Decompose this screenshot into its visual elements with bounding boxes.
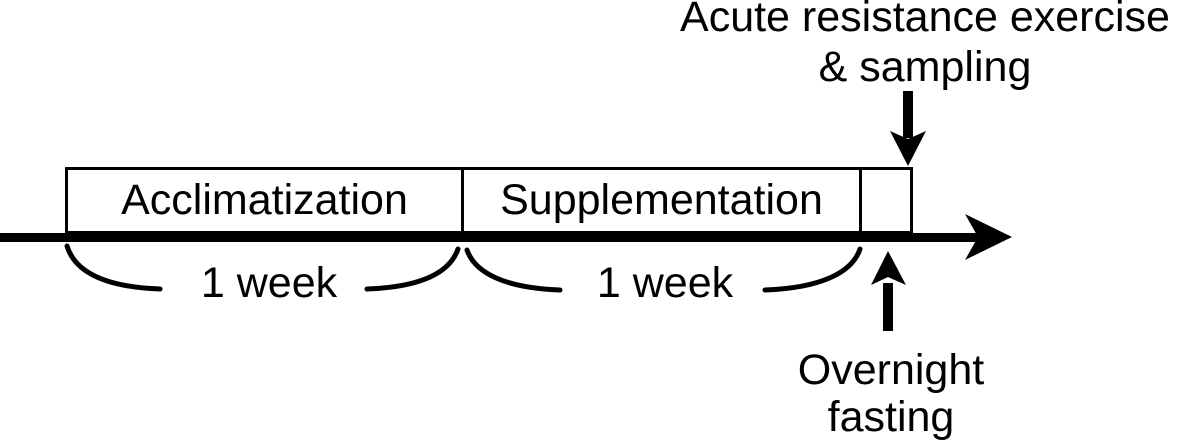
timeline-arrowhead-icon: [965, 214, 1012, 260]
duration-label-week2: 1 week: [596, 259, 734, 307]
week1-brace-right: [364, 246, 461, 292]
phase-box-supplementation: Supplementation: [461, 167, 862, 234]
phase-label-supplementation: Supplementation: [500, 176, 823, 224]
phase-box-acclimatization: Acclimatization: [65, 167, 464, 234]
duration-label-week1: 1 week: [200, 259, 338, 307]
annotation-acute-exercise: Acute resistance exercise & sampling: [680, 0, 1170, 91]
phase-box-test-day: [859, 167, 913, 234]
week2-brace-left: [464, 247, 563, 293]
week1-brace: [64, 243, 461, 292]
timeline-axis: [0, 214, 1012, 260]
week2-brace: [464, 246, 863, 293]
week1-brace-left: [64, 243, 163, 292]
up-arrow-head: [871, 251, 906, 285]
week2-brace-right: [762, 246, 863, 293]
acute-exercise-down-arrow-icon: [890, 91, 926, 166]
annotation-overnight-fasting: Overnight fasting: [797, 346, 985, 441]
overnight-fasting-up-arrow-icon: [871, 251, 906, 331]
down-arrow-head: [890, 131, 926, 166]
phase-label-acclimatization: Acclimatization: [121, 176, 408, 224]
